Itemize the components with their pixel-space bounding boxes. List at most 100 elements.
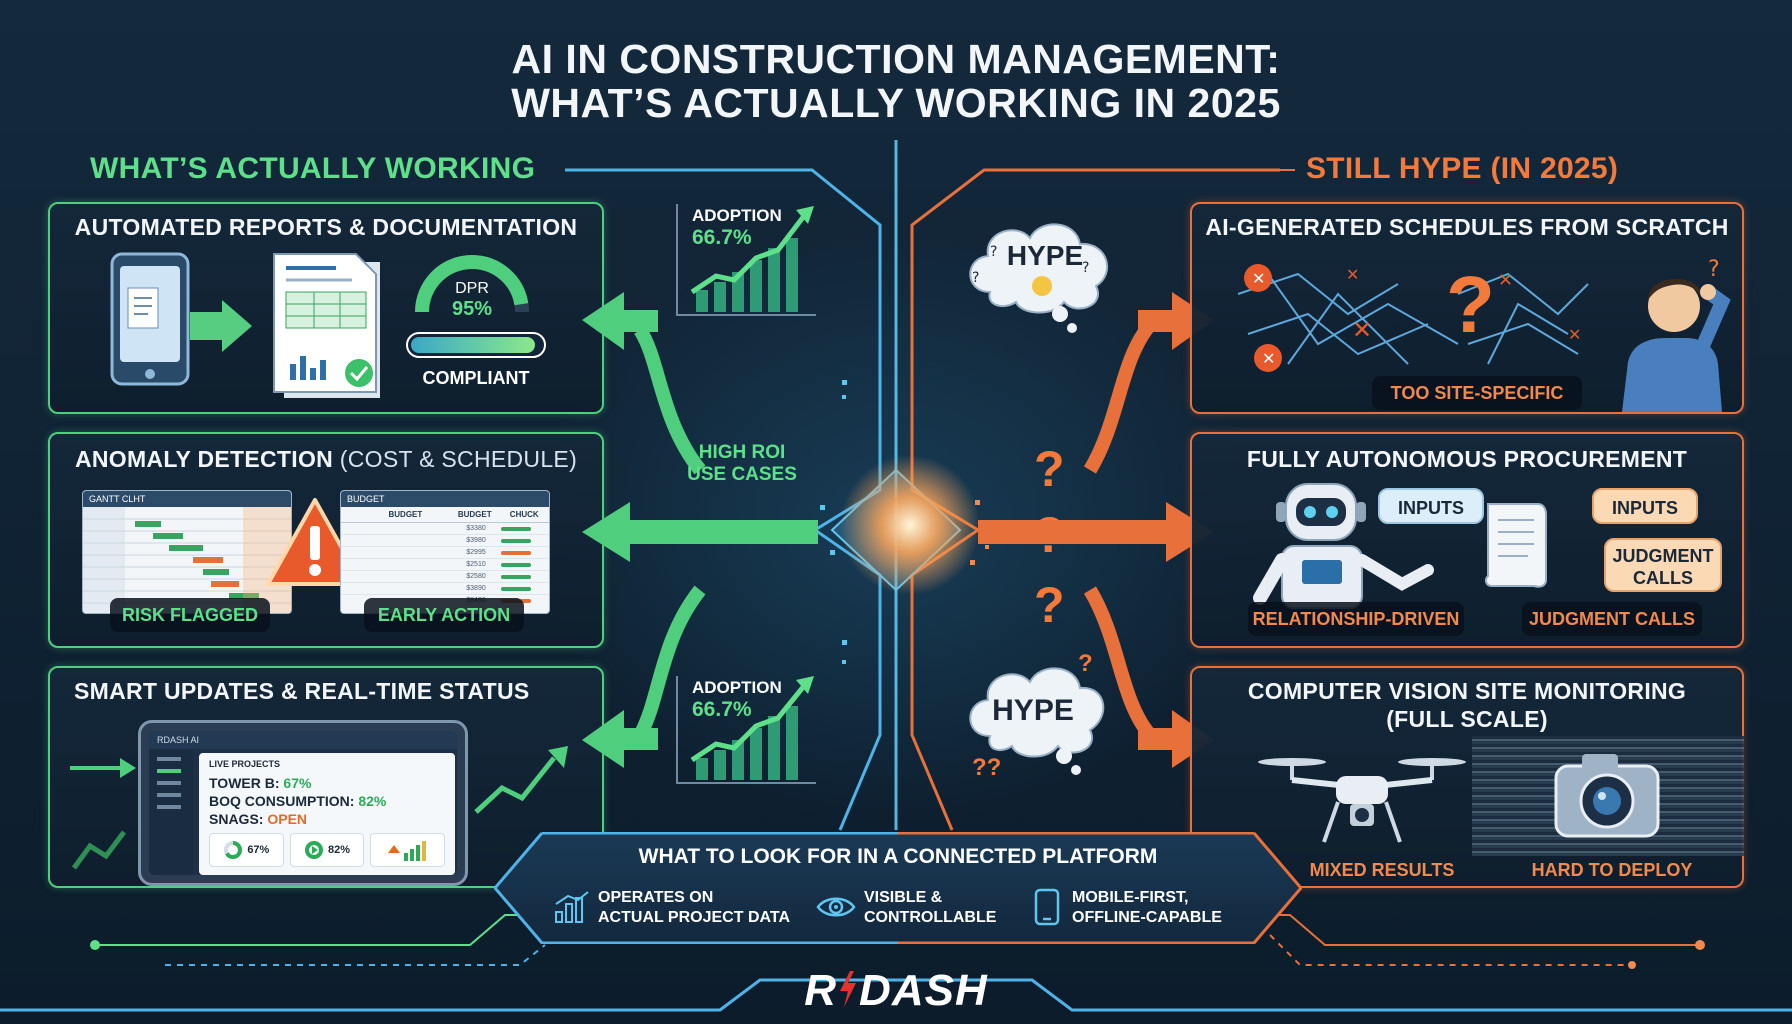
platform-item-1-line1: OPERATES ON [598, 889, 714, 906]
svg-text:✕: ✕ [1252, 269, 1265, 288]
tower-label: TOWER B: [209, 775, 280, 791]
budget-col-3: CHUCK [509, 510, 539, 519]
kpi-tile: 82% [289, 833, 365, 867]
brand-logo: R DASH [796, 966, 996, 1016]
bar-chart-icon [387, 841, 426, 861]
arrow-to-updates [582, 710, 658, 768]
card-title: FULLY AUTONOMOUS PROCUREMENT [1246, 446, 1688, 472]
arrow-to-anomaly [582, 502, 818, 562]
svg-text:?: ? [990, 244, 997, 260]
adoption-bars [690, 206, 814, 312]
live-projects-panel: LIVE PROJECTS TOWER B: 67% BOQ CONSUMPTI… [199, 753, 455, 875]
budget-rows: $3380 $3980 $2995 $2510 $2580 $3890 $849… [341, 523, 549, 607]
donut-chart-icon [224, 841, 243, 859]
platform-item-2-line2: CONTROLLABLE [864, 909, 997, 926]
dpr-gauge [415, 255, 529, 313]
card-autonomous-procurement: FULLY AUTONOMOUS PROCUREMENT INPUTS INPU… [1190, 432, 1744, 648]
hype-bubble-top-label: HYPE [1006, 240, 1084, 271]
budget-cell: $3380 [466, 525, 486, 532]
brand-right: DASH [859, 966, 988, 1015]
svg-text:✕: ✕ [1568, 325, 1581, 344]
panel-title: LIVE PROJECTS [209, 759, 281, 769]
trend-arrow-icon [474, 746, 568, 814]
budget-col-2: BUDGET [457, 510, 492, 519]
question-mark-icon: ? [1446, 260, 1495, 349]
card-computer-vision: COMPUTER VISION SITE MONITORING (FULL SC… [1190, 666, 1744, 888]
arrow-to-schedules [1138, 292, 1214, 350]
boq-value: 82% [358, 793, 387, 809]
card-title-line2: (FULL SCALE) [1386, 706, 1548, 732]
page-title-line1: AI IN CONSTRUCTION MANAGEMENT: [511, 36, 1281, 82]
boq-label: BOQ CONSUMPTION: [209, 793, 355, 809]
early-action-pill: EARLY ACTION [364, 598, 524, 632]
inputs-bubble-1: INPUTS [1378, 488, 1484, 524]
question-mark-icon: ? [1034, 441, 1065, 497]
card-title: AUTOMATED REPORTS & DOCUMENTATION [74, 214, 578, 240]
check-circle-icon [343, 357, 375, 389]
budget-title-bar: BUDGET [341, 491, 549, 507]
bar-chart-icon [555, 891, 589, 923]
adoption-value: 66.7% [692, 226, 752, 249]
hype-cloud-bottom [969, 667, 1105, 775]
judgment-line2: CALLS [1633, 568, 1693, 588]
adoption-bars [690, 676, 814, 780]
card-title: AI-GENERATED SCHEDULES FROM SCRATCH [1205, 214, 1729, 240]
tangled-network-icon: ✕ ✕ ✕ ✕ ✕ ✕ [1237, 264, 1589, 372]
hype-cloud-top: ? ? ? [969, 223, 1109, 333]
budget-title: BUDGET [347, 494, 385, 504]
table-row: $2580 [341, 571, 549, 583]
card-title-line1: COMPUTER VISION SITE MONITORING [1247, 678, 1687, 704]
working-heading: WHAT’S ACTUALLY WORKING [90, 152, 536, 185]
adoption-label: ADOPTION [692, 206, 782, 225]
too-site-specific-pill: TOO SITE-SPECIFIC [1372, 376, 1582, 410]
budget-cell: $2995 [466, 549, 486, 556]
budget-cell: $2580 [466, 573, 486, 580]
judgment-calls-bubble: JUDGMENT CALLS [1604, 538, 1722, 592]
gauge-value: 95% [451, 298, 493, 320]
kpi-value: 67% [247, 844, 270, 856]
drone-icon [1258, 758, 1466, 843]
gauge-icon [304, 841, 323, 859]
budget-cell: $3890 [466, 585, 486, 592]
budget-cell: $3980 [466, 537, 486, 544]
gantt-title: GANTT CLHT [89, 494, 146, 504]
page-title-line2: WHAT’S ACTUALLY WORKING IN 2025 [511, 80, 1281, 126]
arrow-to-vision [1138, 710, 1214, 768]
kpi-tile: 67% [209, 833, 284, 867]
adoption-label: ADOPTION [692, 678, 782, 697]
snags-line: SNAGS: OPEN [209, 811, 445, 827]
phone-document-icon [110, 252, 252, 386]
inputs-bubble-2: INPUTS [1592, 488, 1698, 524]
budget-col-1: BUDGET [388, 510, 423, 519]
adoption-chart-bottom: ADOPTION 66.7% [676, 676, 816, 784]
adoption-chart-top: ADOPTION 66.7% [676, 204, 816, 316]
platform-item-2: VISIBLE & CONTROLLABLE [864, 888, 996, 928]
hype-bubble-bottom-label: HYPE [992, 694, 1074, 727]
compliance-status: COMPLIANT [422, 368, 530, 388]
tower-value: 67% [283, 775, 312, 791]
table-row: $3380 [341, 523, 549, 535]
platform-item-3-line2: OFFLINE-CAPABLE [1072, 909, 1222, 926]
app-sidebar [149, 749, 193, 875]
tablet-device: RDASH AI LIVE PROJECTS TOWER B: 67% BOQ … [138, 720, 468, 886]
kpi-tile [370, 833, 446, 867]
document-scroll-icon [1484, 503, 1547, 588]
kpi-value: 82% [327, 844, 351, 856]
card-title: ANOMALY DETECTION (COST & SCHEDULE) [50, 446, 602, 473]
high-roi-line1: HIGH ROI [698, 442, 786, 463]
budget-header-row: BUDGET BUDGET CHUCK [341, 507, 549, 523]
gantt-chart-window: GANTT CLHT [82, 490, 292, 614]
platform-item-3-line1: MOBILE-FIRST, [1072, 889, 1189, 906]
brand-left: R [804, 966, 838, 1015]
compliance-bar [406, 332, 546, 358]
platform-panel-border [494, 832, 1302, 944]
camera-icon [1554, 754, 1660, 838]
risk-flagged-pill: RISK FLAGGED [110, 598, 270, 632]
eye-icon [816, 897, 856, 917]
card-title: SMART UPDATES & REAL-TIME STATUS [74, 678, 530, 704]
card-automated-reports: AUTOMATED REPORTS & DOCUMENTATION DPR [48, 202, 604, 414]
svg-text:?: ? [1082, 260, 1089, 276]
question-mark-icon: ?? [972, 754, 1002, 781]
snags-label: SNAGS: [209, 811, 264, 827]
